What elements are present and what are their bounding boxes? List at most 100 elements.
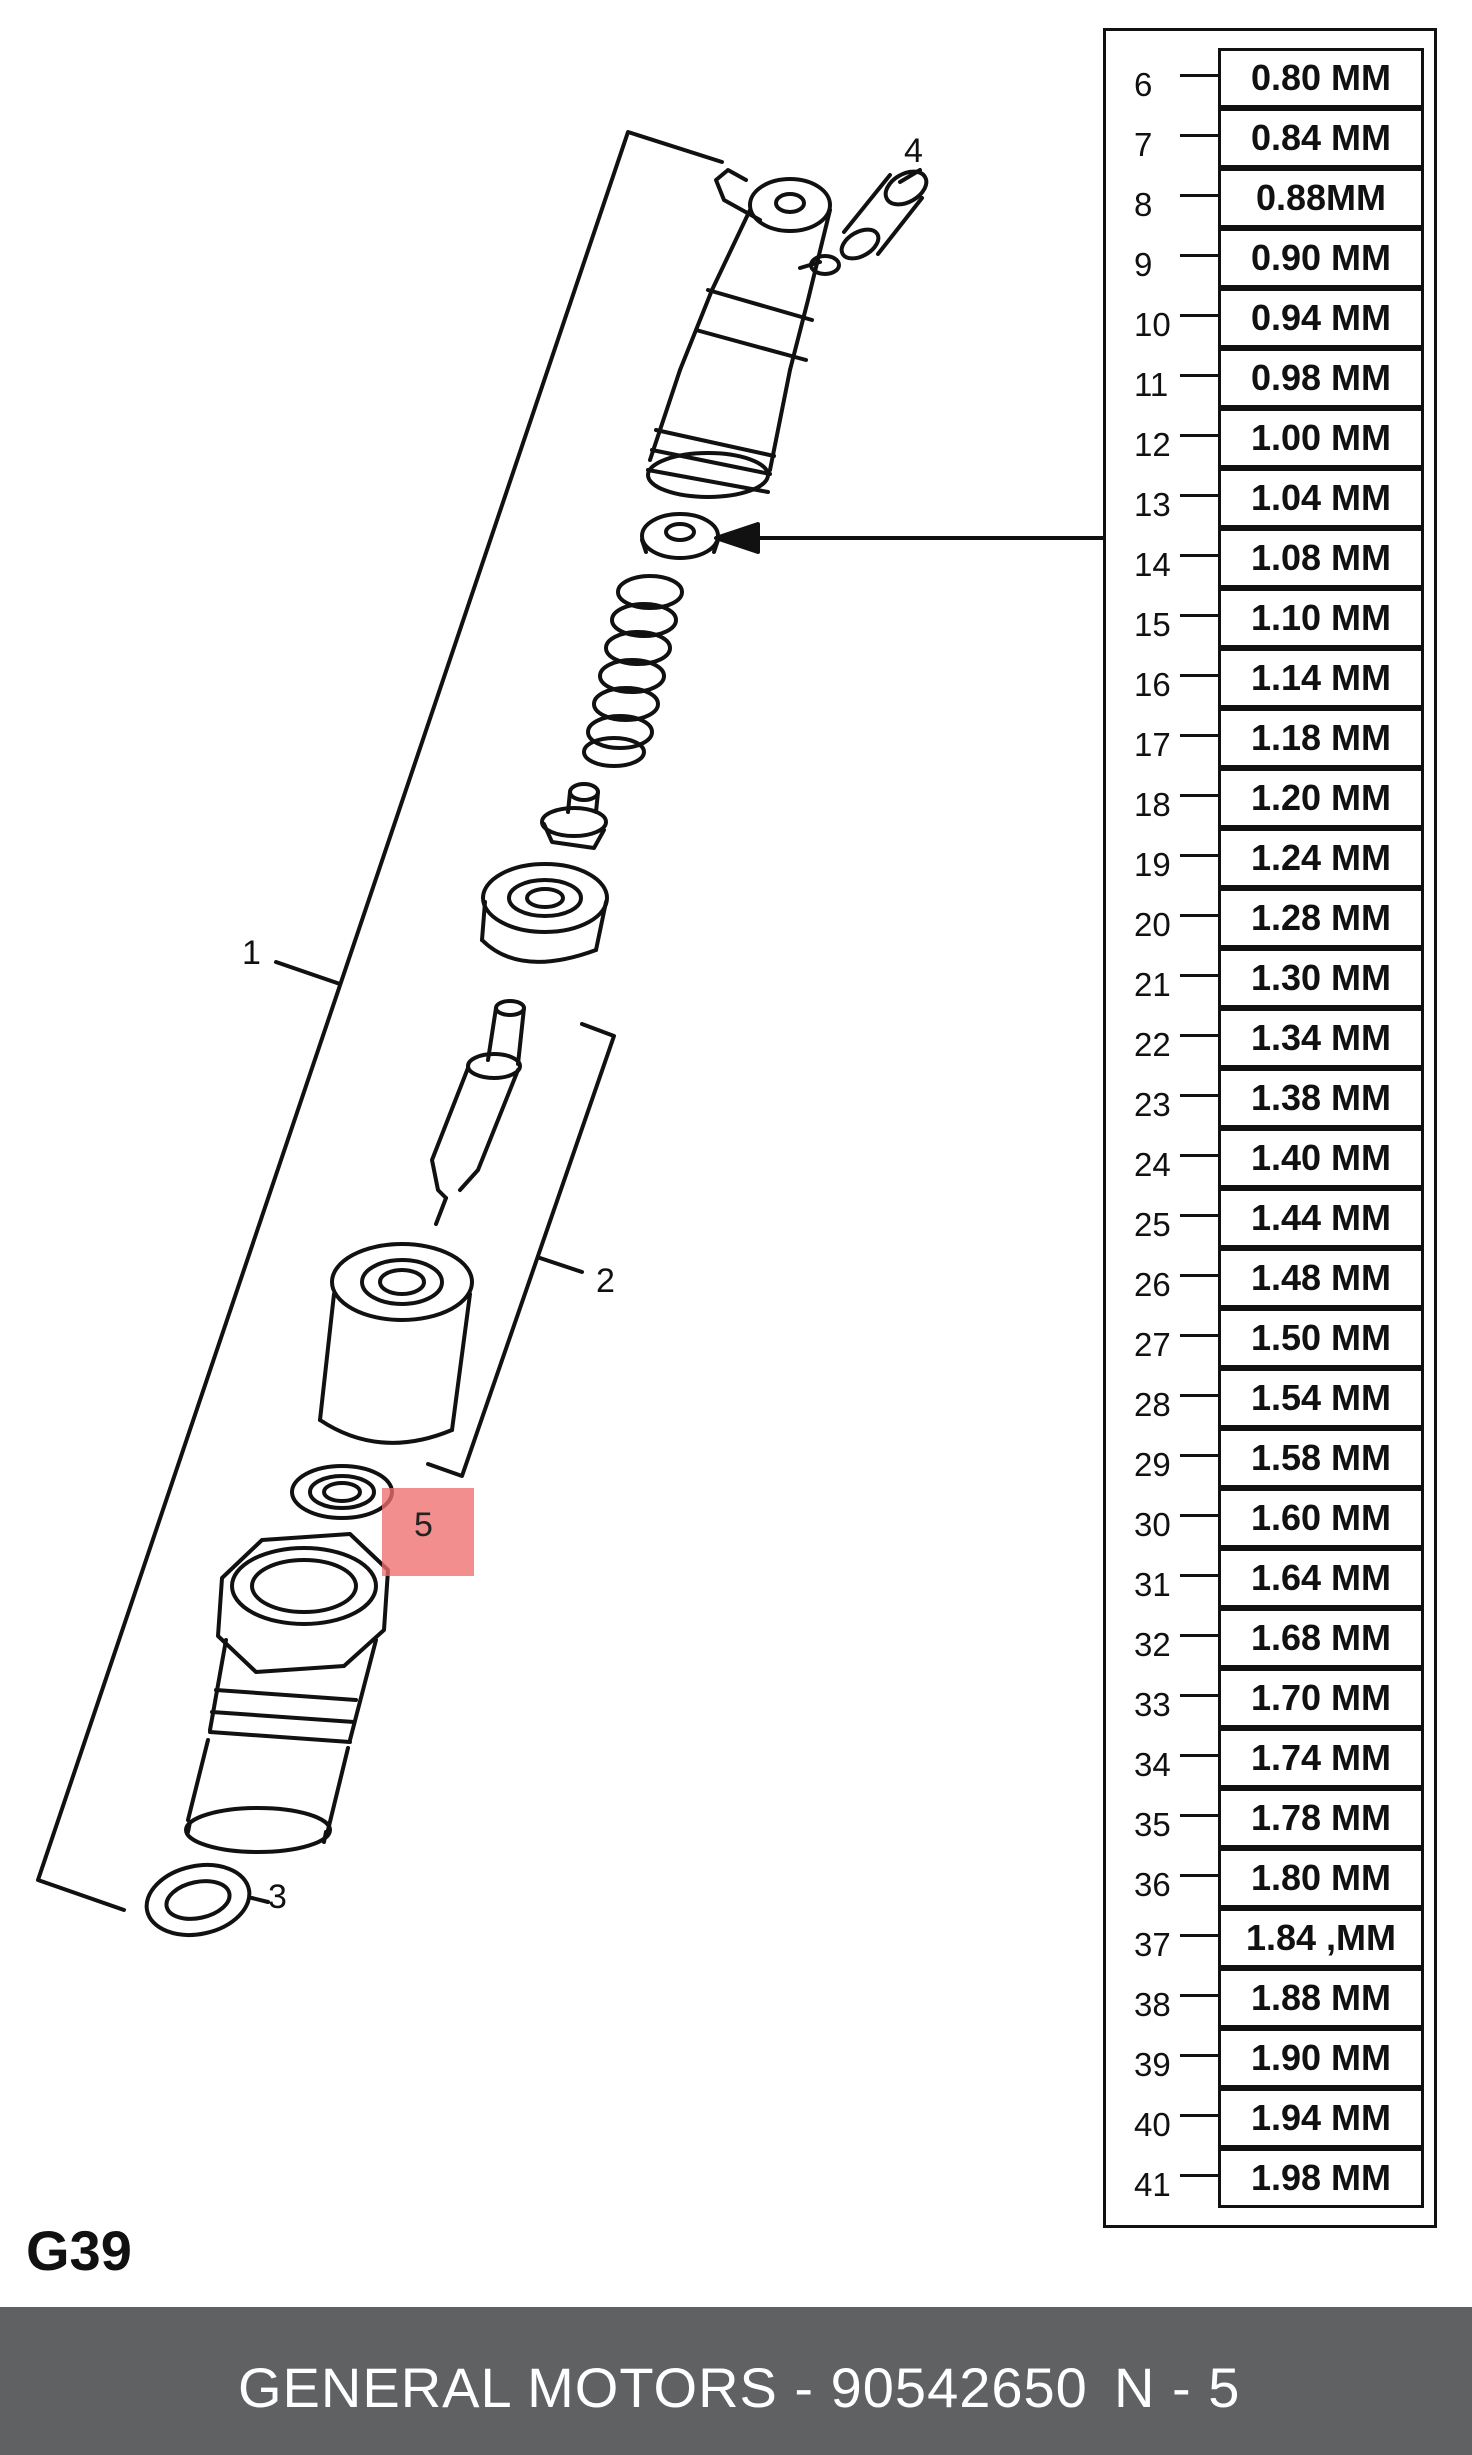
shim-row-leader [1180,1094,1218,1097]
shim-row-number: 30 [1134,1506,1171,1543]
shim-row-number: 22 [1134,1026,1171,1063]
shim-row-leader [1180,974,1218,977]
shim-row-thickness: 0.98 MM [1218,348,1424,408]
nozzle-washer-part [290,1464,394,1520]
shim-row-thickness: 1.74 MM [1218,1728,1424,1788]
shim-row-thickness: 1.80 MM [1218,1848,1424,1908]
shim-row-leader [1180,434,1218,437]
intermediate-plate-part [480,862,609,964]
spring-part [582,574,684,768]
shim-row-leader [1180,734,1218,737]
shim-row-number: 35 [1134,1806,1171,1843]
shim-row-number: 40 [1134,2106,1171,2143]
nozzle-nut-part [184,1532,390,1854]
shim-row-number: 41 [1134,2166,1171,2203]
shim-row-number: 33 [1134,1686,1171,1723]
callout-1: 1 [242,934,261,972]
shim-row-number: 17 [1134,726,1171,763]
shim-row-thickness: 1.28 MM [1218,888,1424,948]
shim-row-thickness: 1.78 MM [1218,1788,1424,1848]
callout-3: 3 [268,1878,287,1916]
callout-4: 4 [904,132,923,170]
shim-row-leader [1180,1514,1218,1517]
page-code: G39 [26,2219,132,2282]
injector-body-part [646,168,841,499]
shim-row-thickness: 1.14 MM [1218,648,1424,708]
shim-row-leader [1180,134,1218,137]
shim-row-thickness: 1.48 MM [1218,1248,1424,1308]
shim-row-number: 21 [1134,966,1171,1003]
shim-row-thickness: 1.20 MM [1218,768,1424,828]
shim-row-thickness: 1.90 MM [1218,2028,1424,2088]
highlighted-part-marker: 5 [382,1488,474,1576]
shim-row-thickness: 1.98 MM [1218,2148,1424,2208]
shim-table-row: 39 1.90 MM [1106,2028,1434,2088]
shim-row-number: 32 [1134,1626,1171,1663]
shim-row-number: 7 [1134,126,1153,163]
shim-row-number: 19 [1134,846,1171,883]
shim-row-number: 25 [1134,1206,1171,1243]
leader-line-3 [250,1896,270,1904]
shim-row-thickness: 0.84 MM [1218,108,1424,168]
shim-row-leader [1180,1214,1218,1217]
shim-row-leader [1180,194,1218,197]
shim-row-leader [1180,674,1218,677]
bracket-item-2 [426,1022,616,1478]
shim-row-thickness: 1.88 MM [1218,1968,1424,2028]
shim-table-row: 19 1.24 MM [1106,828,1434,888]
shim-row-thickness: 0.94 MM [1218,288,1424,348]
shim-row-number: 27 [1134,1326,1171,1363]
shim-row-leader [1180,494,1218,497]
bracket-item-1 [36,130,724,1912]
cap-part [839,169,929,261]
shim-row-leader [1180,2174,1218,2177]
shim-row-number: 8 [1134,186,1153,223]
shim-row-thickness: 1.68 MM [1218,1608,1424,1668]
nozzle-body-part [318,1242,474,1445]
shim-table-row: 10 0.94 MM [1106,288,1434,348]
shim-row-thickness: 0.80 MM [1218,48,1424,108]
shim-row-thickness: 1.30 MM [1218,948,1424,1008]
shim-table-row: 7 0.84 MM [1106,108,1434,168]
shim-table-row: 37 1.84 ,MM [1106,1908,1434,1968]
shim-row-leader [1180,1634,1218,1637]
shim-row-thickness: 1.00 MM [1218,408,1424,468]
shim-table-row: 32 1.68 MM [1106,1608,1434,1668]
shim-row-leader [1180,1034,1218,1037]
shim-row-thickness: 1.84 ,MM [1218,1908,1424,1968]
shim-row-thickness: 1.70 MM [1218,1668,1424,1728]
shim-table-row: 30 1.60 MM [1106,1488,1434,1548]
callout-2: 2 [596,1262,615,1300]
shim-row-thickness: 1.60 MM [1218,1488,1424,1548]
shim-row-thickness: 1.64 MM [1218,1548,1424,1608]
shim-row-number: 26 [1134,1266,1171,1303]
shim-row-number: 28 [1134,1386,1171,1423]
shim-table-row: 33 1.70 MM [1106,1668,1434,1728]
shim-row-thickness: 1.24 MM [1218,828,1424,888]
pressure-pin-part [540,782,608,850]
shim-row-number: 37 [1134,1926,1171,1963]
injector-exploded-diagram [36,130,1105,1937]
shim-row-leader [1180,1334,1218,1337]
shim-row-leader [1180,1934,1218,1937]
shim-table-row: 17 1.18 MM [1106,708,1434,768]
shim-row-leader [1180,74,1218,77]
shim-row-thickness: 1.18 MM [1218,708,1424,768]
shim-row-leader [1180,794,1218,797]
shim-row-number: 10 [1134,306,1171,343]
shim-row-leader [1180,2114,1218,2117]
shim-row-number: 23 [1134,1086,1171,1123]
shim-row-number: 39 [1134,2046,1171,2083]
shim-row-leader [1180,914,1218,917]
